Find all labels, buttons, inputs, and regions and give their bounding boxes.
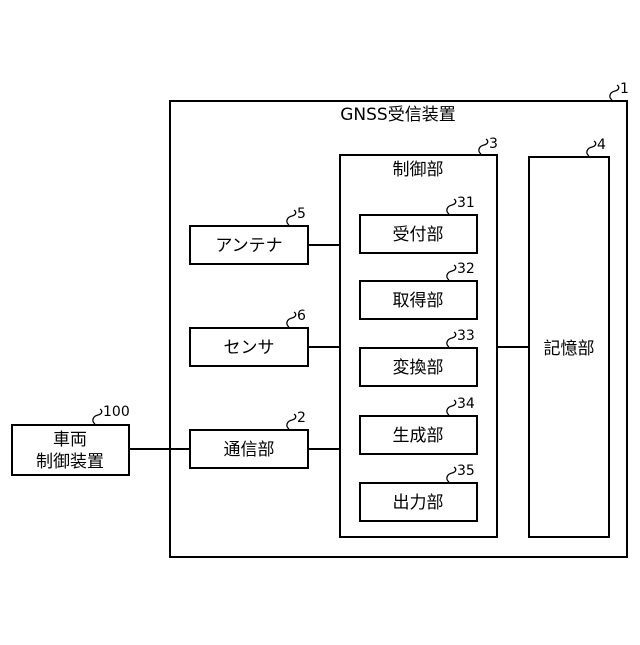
- sub-unit-label-35: 出力部: [393, 493, 444, 513]
- storage-label: 記憶部: [544, 339, 595, 359]
- gnss-receiver-leader: [610, 85, 619, 100]
- sub-unit-ref-31: 31: [457, 195, 475, 211]
- sensor-label: センサ: [224, 338, 275, 358]
- gnss-receiver-label: GNSS受信装置: [340, 105, 455, 125]
- sub-unit-ref-34: 34: [457, 396, 475, 412]
- sub-unit-label-32: 取得部: [393, 291, 444, 311]
- control-unit-ref: 3: [489, 136, 498, 152]
- antenna-ref: 5: [297, 206, 306, 222]
- vehicle-ctrl-ref: 100: [103, 404, 130, 420]
- sensor-ref: 6: [297, 308, 306, 324]
- sub-unit-ref-32: 32: [457, 261, 475, 277]
- vehicle-ctrl-label-line2: 制御装置: [36, 452, 104, 472]
- sub-unit-ref-33: 33: [457, 328, 475, 344]
- control-unit-box: [340, 155, 497, 537]
- sub-unit-label-31: 受付部: [393, 225, 444, 245]
- comm-unit-ref: 2: [297, 410, 306, 426]
- antenna-label: アンテナ: [215, 236, 282, 256]
- sub-unit-label-33: 変換部: [393, 358, 444, 378]
- gnss-receiver-ref: 1: [620, 81, 629, 97]
- comm-unit-label: 通信部: [224, 440, 275, 460]
- control-unit-label: 制御部: [393, 160, 444, 180]
- sub-unit-ref-35: 35: [457, 463, 475, 479]
- vehicle-ctrl-label-line1: 車両: [53, 430, 87, 450]
- sub-unit-label-34: 生成部: [393, 426, 444, 446]
- vehicle-ctrl-leader: [93, 409, 102, 424]
- storage-ref: 4: [597, 137, 606, 153]
